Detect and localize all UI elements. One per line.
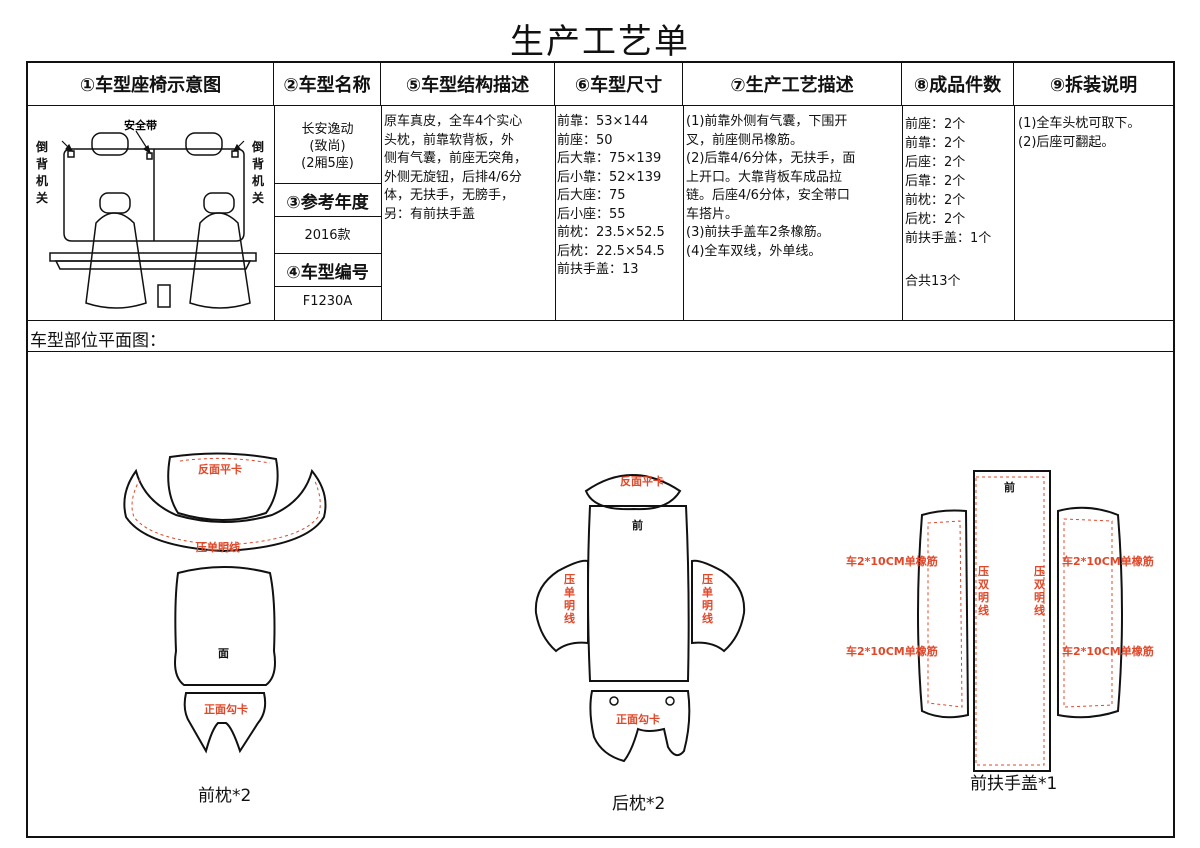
divider xyxy=(1014,105,1015,320)
header-process: ⑦生产工艺描述 xyxy=(683,63,902,105)
model-name: 长安逸动 (致尚) (2厢5座) xyxy=(301,122,354,171)
header-assembly: ⑨拆装说明 xyxy=(1049,75,1138,96)
size-list: 前靠：53×144 前座：50 后大靠：75×139 后小靠：52×139 后大… xyxy=(557,114,665,277)
model-code: F1230A xyxy=(302,294,353,309)
label-right-line: 压单明线 xyxy=(702,573,713,625)
header-seat-diagram: ①车型座椅示意图 xyxy=(28,63,274,105)
label-elastic: 车2*10CM单橡筋 xyxy=(1062,554,1154,568)
caption-armrest: 前扶手盖*1 xyxy=(970,774,1058,794)
finished-total: 合共13个 xyxy=(905,274,961,289)
finished-count: 前座：2个 前靠：2个 后座：2个 后靠：2个 前枕：2个 后枕：2个 前扶手盖… xyxy=(905,117,992,246)
label-front: 前 xyxy=(632,518,643,532)
label-double-left: 压双明线 xyxy=(978,565,989,617)
divider xyxy=(274,253,381,254)
assembly-notes: (1)全车头枕可取下。 (2)后座可翻起。 xyxy=(1018,116,1141,150)
header-size: ⑥车型尺寸 xyxy=(555,63,683,105)
page-title: 生产工艺单 xyxy=(510,22,690,62)
divider xyxy=(902,105,903,320)
label-front: 前 xyxy=(1004,480,1015,494)
label-face: 面 xyxy=(218,647,229,660)
model-code-label: ④车型编号 xyxy=(286,262,369,283)
divider xyxy=(274,286,381,287)
label-front-hook: 正面勾卡 xyxy=(204,702,248,716)
caption-front-pillow: 前枕*2 xyxy=(198,786,252,806)
seat-diagram: 安全带 倒背机关 倒背机关 xyxy=(36,118,265,309)
caption-rear-pillow: 后枕*2 xyxy=(612,794,666,814)
label-elastic: 车2*10CM单橡筋 xyxy=(846,644,938,658)
divider xyxy=(683,105,684,320)
label-elastic: 车2*10CM单橡筋 xyxy=(1062,644,1154,658)
header-structure: ⑤车型结构描述 xyxy=(381,63,555,105)
divider xyxy=(28,105,1173,106)
label-double-right: 压双明线 xyxy=(1034,565,1045,617)
divider xyxy=(274,183,381,184)
header-model-name: ②车型名称 xyxy=(274,63,381,105)
structure-description: 原车真皮，全车4个实心 头枕，前靠软背板，外 侧有气囊，前座无突角， 外侧无旋钮… xyxy=(384,114,528,222)
header-count: ⑧成品件数 xyxy=(902,63,1014,105)
label-front-hook: 正面勾卡 xyxy=(616,712,660,726)
parts-plan: 反面平卡 压单明线 面 正面勾卡 反面平卡 前 压单明线 压单明线 正面勾卡 前… xyxy=(123,452,1154,772)
divider xyxy=(274,105,275,320)
divider xyxy=(28,351,1173,352)
divider xyxy=(28,320,1173,321)
plan-title: 车型部位平面图： xyxy=(30,330,166,351)
divider xyxy=(381,105,382,320)
process-sheet: ①车型座椅示意图 ②车型名称 ⑤车型结构描述 ⑥车型尺寸 ⑦生产工艺描述 ⑧成品… xyxy=(26,61,1175,838)
ref-year-label: ③参考年度 xyxy=(286,192,369,213)
left-switch-label: 倒背机关 xyxy=(36,140,49,205)
label-back-clip: 反面平卡 xyxy=(198,462,242,476)
seatbelt-label: 安全带 xyxy=(124,118,157,132)
process-description: (1)前靠外侧有气囊，下围开 叉，前座侧吊橡筋。 (2)后靠4/6分体，无扶手，… xyxy=(686,114,856,259)
label-single-line: 压单明线 xyxy=(196,540,240,554)
label-back-clip: 反面平卡 xyxy=(620,474,664,488)
label-left-line: 压单明线 xyxy=(564,573,575,625)
right-switch-label: 倒背机关 xyxy=(252,140,265,205)
ref-year: 2016款 xyxy=(304,228,351,243)
label-elastic: 车2*10CM单橡筋 xyxy=(846,554,938,568)
divider xyxy=(555,105,556,320)
divider xyxy=(274,216,381,217)
